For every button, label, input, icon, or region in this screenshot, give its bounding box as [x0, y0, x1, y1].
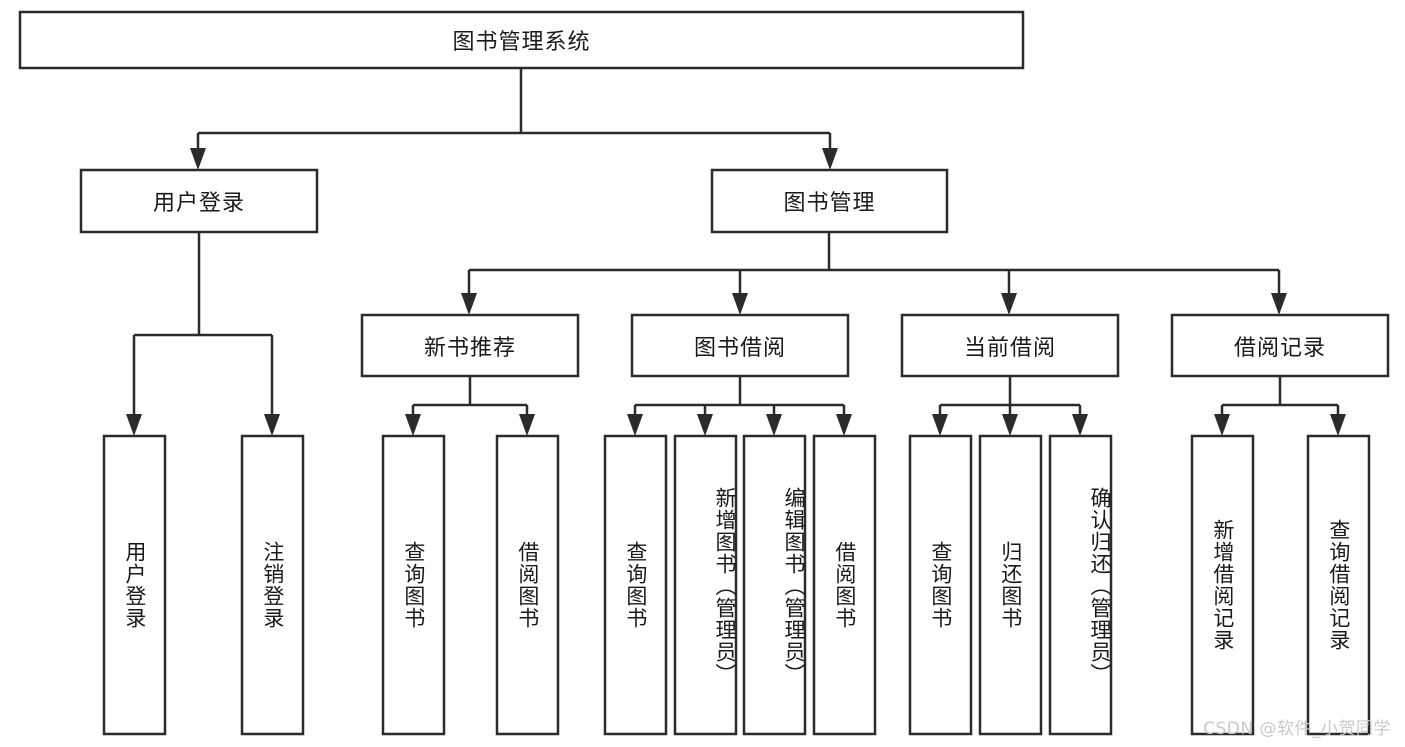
leaf-box-add-record[interactable]: [1190, 434, 1255, 736]
book-manage-box: [710, 168, 949, 234]
leaf-box-query-book-3[interactable]: [908, 434, 973, 736]
node-current-borrow[interactable]: [900, 313, 1120, 378]
current-borrow-box: [900, 313, 1120, 378]
leaf-box-edit-book[interactable]: [742, 434, 807, 736]
leaf-box-logout[interactable]: [240, 434, 305, 736]
connector-book-borrow-to-leaves: [627, 376, 852, 436]
node-book-borrow[interactable]: [630, 313, 850, 378]
connector-user-login-to-leaves: [126, 232, 280, 436]
connector-borrow-record-to-leaves: [1214, 376, 1346, 436]
leaf-boxes: [102, 434, 1371, 736]
leaf-box-query-record[interactable]: [1306, 434, 1371, 736]
new-book-rec-box: [360, 313, 580, 378]
connector-root-to-level1: [190, 68, 838, 170]
connector-book-manage-to-level2: [461, 232, 1287, 315]
leaf-box-query-book-2[interactable]: [603, 434, 668, 736]
connector-current-borrow-to-leaves: [932, 376, 1088, 436]
leaf-box-return-book[interactable]: [978, 434, 1043, 736]
book-borrow-box: [630, 313, 850, 378]
node-new-book-rec[interactable]: [360, 313, 580, 378]
leaf-box-query-book-1[interactable]: [381, 434, 446, 736]
leaf-box-add-book[interactable]: [673, 434, 738, 736]
leaf-box-borrow-book-1[interactable]: [495, 434, 560, 736]
node-book-manage[interactable]: [710, 168, 949, 234]
node-borrow-record[interactable]: [1170, 313, 1390, 378]
leaf-box-user-login[interactable]: [102, 434, 167, 736]
node-root[interactable]: [18, 10, 1025, 70]
connector-new-book-rec-to-leaves: [405, 376, 535, 436]
borrow-record-box: [1170, 313, 1390, 378]
user-login-box: [79, 168, 319, 234]
root-box: [18, 10, 1025, 70]
node-user-login[interactable]: [79, 168, 319, 234]
leaf-box-borrow-book-2[interactable]: [812, 434, 877, 736]
leaf-box-confirm-return[interactable]: [1048, 434, 1113, 736]
